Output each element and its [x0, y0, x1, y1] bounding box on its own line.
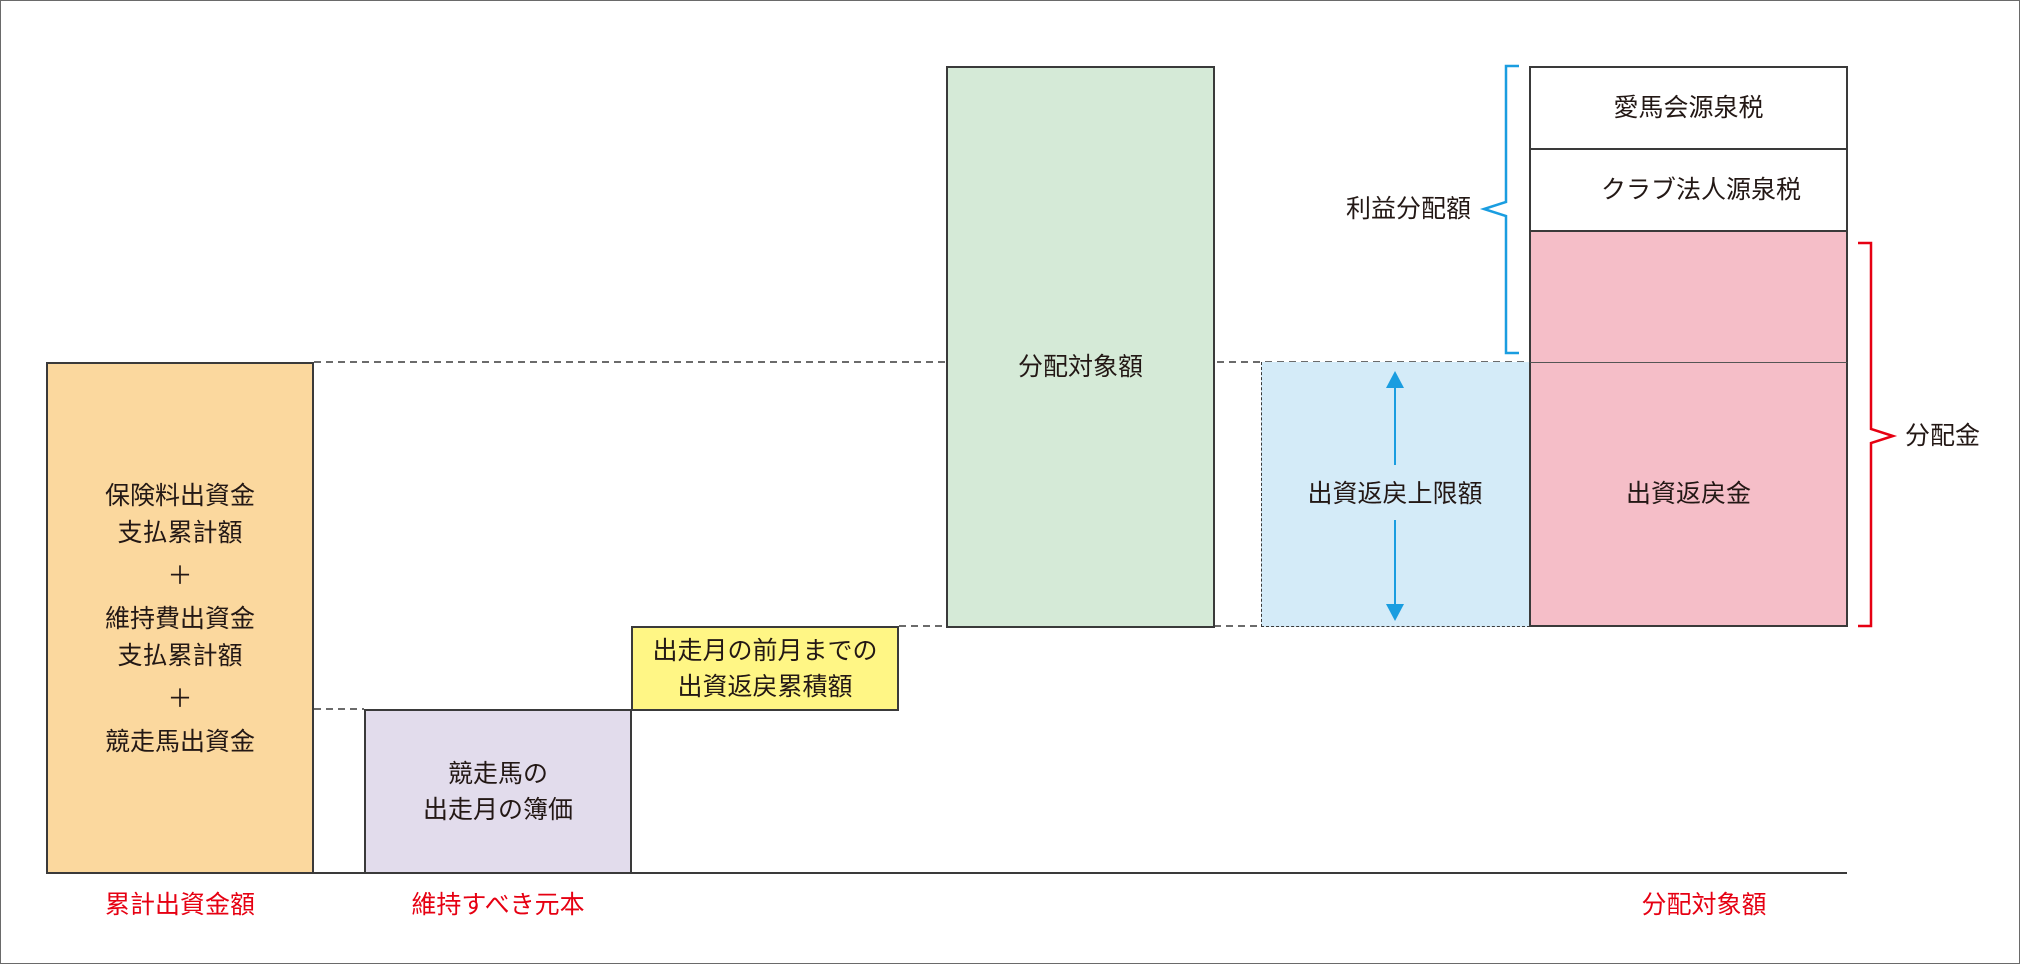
box-line: 支払累計額	[117, 517, 243, 547]
bottom-label-cumulative: 累計出資金額	[104, 890, 255, 919]
box-label: 出資返戻金	[1625, 479, 1751, 508]
box-line: 支払累計額	[117, 640, 243, 670]
box-line: 維持費出資金	[104, 603, 255, 633]
box-line: 競走馬出資金	[104, 726, 255, 756]
tax-club-horse-box: 愛馬会源泉税	[1529, 66, 1848, 150]
distribution-target-box: 分配対象額	[946, 66, 1215, 628]
profit-distribution-label: 利益分配額	[1345, 194, 1471, 223]
plus-sign: ＋	[167, 683, 193, 713]
profit-brace	[1479, 64, 1519, 355]
return-limit-label: 出資返戻上限額	[1307, 479, 1483, 508]
box-label: クラブ法人源泉税	[1600, 175, 1801, 204]
book-value-box: 競走馬の 出走月の簿価	[364, 709, 632, 874]
bottom-label-target: 分配対象額	[1641, 890, 1767, 919]
cumulative-investment-box: 保険料出資金 支払累計額 ＋ 維持費出資金 支払累計額 ＋ 競走馬出資金	[46, 362, 314, 874]
bottom-label-principal: 維持すべき元本	[411, 890, 585, 919]
box-label: 分配対象額	[1017, 352, 1143, 381]
refund-box: 出資返戻金	[1529, 362, 1848, 627]
box-line: 出走月の前月までの	[652, 635, 878, 665]
box-line: 出資返戻累積額	[677, 671, 853, 701]
box-label: 愛馬会源泉税	[1613, 93, 1764, 122]
distribution-label: 分配金	[1905, 421, 1981, 450]
arrow-up-icon	[1386, 371, 1404, 388]
box-line: 競走馬の	[447, 758, 548, 788]
box-line: 保険料出資金	[104, 480, 255, 510]
distribution-brace	[1858, 241, 1898, 628]
tax-club-corp-box: クラブ法人源泉税	[1529, 148, 1848, 232]
accumulated-refund-box: 出走月の前月までの 出資返戻累積額	[631, 626, 899, 711]
plus-sign: ＋	[167, 560, 193, 590]
box-line: 出走月の簿価	[422, 794, 573, 824]
arrow-down-icon	[1386, 604, 1404, 621]
